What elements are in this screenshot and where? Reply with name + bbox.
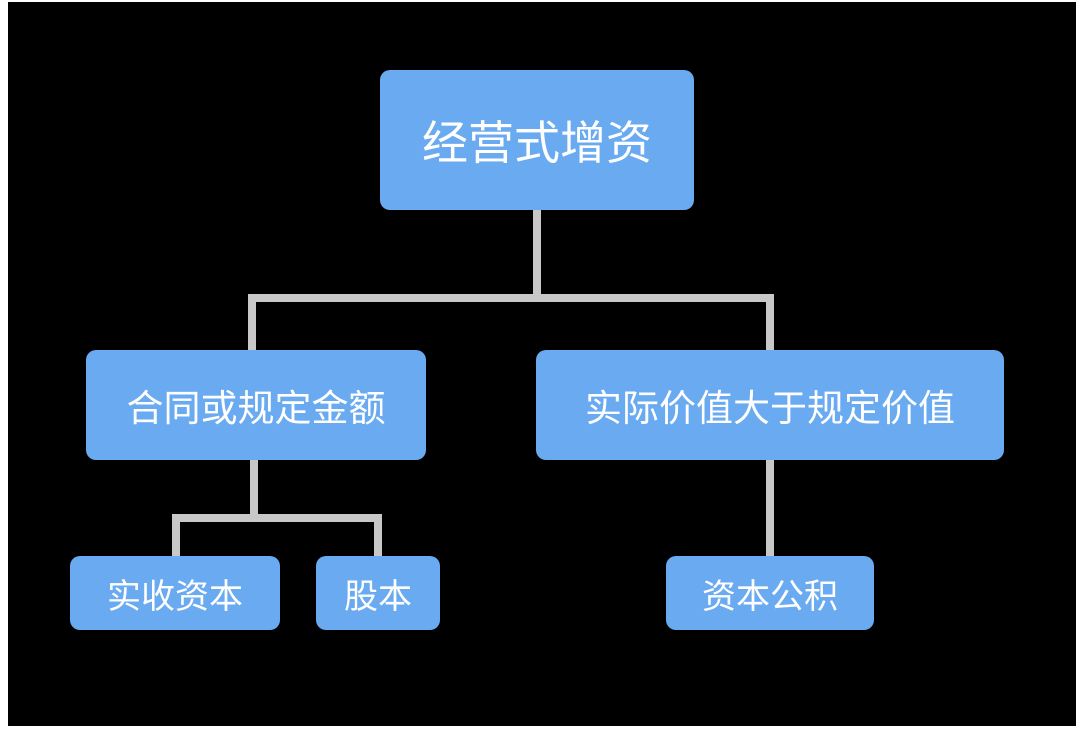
leaf-node-capital-reserve: 资本公积 [666,556,874,630]
connector-root-to-branches [248,206,774,354]
branch-node-actual-value: 实际价值大于规定价值 [536,350,1004,460]
leaf-node-label: 股本 [344,576,412,617]
branch-node-label: 合同或规定金额 [126,387,386,430]
leaf-node-share-capital: 股本 [316,556,440,630]
leaf-node-paid-in-capital: 实收资本 [70,556,280,630]
root-node-label: 经营式增资 [422,116,652,170]
leaf-node-label: 实收资本 [107,576,243,617]
connector-left-to-children [172,456,382,560]
branch-node-contract-amount: 合同或规定金额 [86,350,426,460]
leaf-node-label: 资本公积 [702,576,838,617]
root-node: 经营式增资 [380,70,694,210]
branch-node-label: 实际价值大于规定价值 [585,387,955,430]
